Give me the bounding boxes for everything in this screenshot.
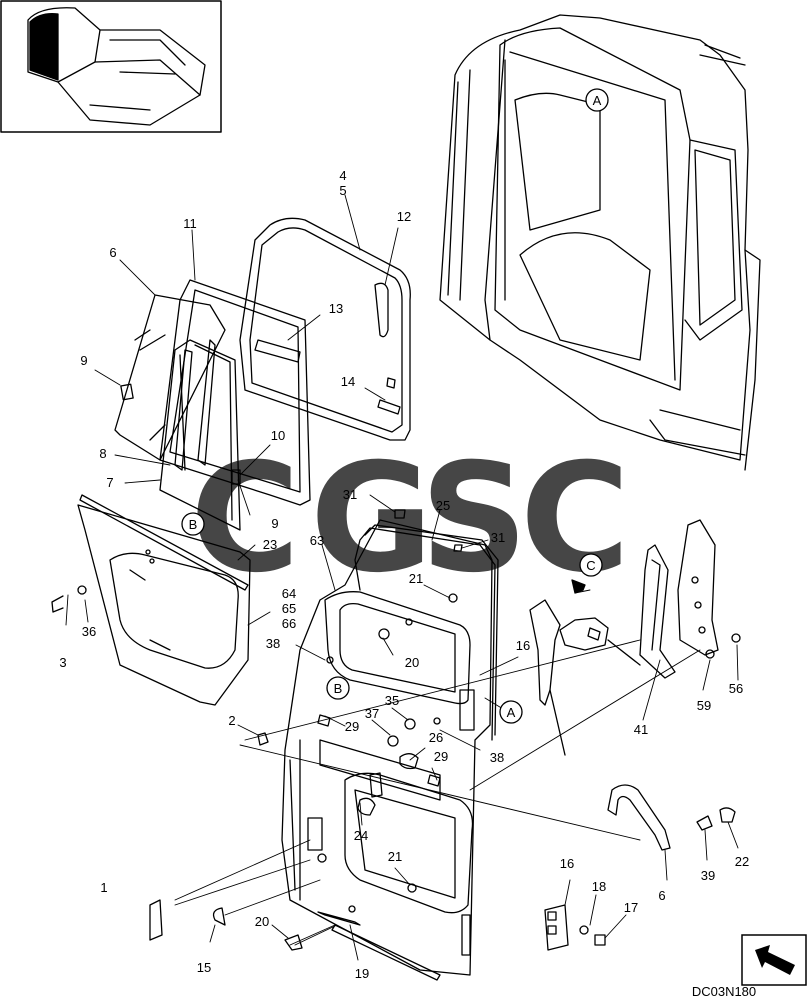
small-parts: [51, 509, 463, 981]
ref-mark-label: A: [507, 705, 516, 720]
grab-handle: [607, 784, 736, 851]
ref-mark-label: B: [189, 517, 198, 532]
watermark-letter-c1: C: [190, 432, 300, 606]
callout-26: 26: [429, 730, 443, 745]
door-bracket-59: [677, 519, 741, 659]
callout-63: 63: [310, 533, 324, 548]
callout-38: 38: [266, 636, 280, 651]
callout-labels: 1 2 3 4 5 6 6 7 8 9 9 10 11 12 13 14 15 …: [59, 168, 749, 981]
callout-29: 29: [345, 719, 359, 734]
callout-64: 64: [282, 586, 296, 601]
ref-mark-c: C: [579, 553, 603, 577]
callout-25: 25: [436, 498, 450, 513]
callout-1: 1: [100, 880, 107, 895]
callout-14: 14: [341, 374, 355, 389]
ref-mark-label: C: [586, 558, 595, 573]
callout-11: 11: [183, 216, 197, 231]
callout-18: 18: [592, 879, 606, 894]
callout-6: 6: [109, 245, 116, 260]
door-plate-41: [639, 544, 676, 679]
callout-39: 39: [701, 868, 715, 883]
ref-mark-b-door: B: [326, 676, 350, 700]
callout-66: 66: [282, 616, 296, 631]
ref-mark-a-cab: A: [585, 88, 609, 112]
callout-6: 6: [658, 888, 665, 903]
inset-overview: [0, 0, 222, 133]
callout-9: 9: [80, 353, 87, 368]
sliding-glass-7-8: [159, 339, 241, 531]
callout-10: 10: [271, 428, 285, 443]
rear-panel-64: [77, 494, 251, 706]
callout-3: 3: [59, 655, 66, 670]
callout-20: 20: [255, 914, 269, 929]
view-arrow-c: [571, 579, 586, 594]
watermark-letter-c2: C: [520, 432, 630, 606]
ref-mark-b-panel: B: [181, 512, 205, 536]
callout-5: 5: [339, 183, 346, 198]
callout-12: 12: [397, 209, 411, 224]
callout-4: 4: [339, 168, 346, 183]
callout-13: 13: [329, 301, 343, 316]
callout-16: 16: [560, 856, 574, 871]
callout-41: 41: [634, 722, 648, 737]
watermark-gsc: C G S C: [190, 432, 630, 606]
callout-36: 36: [82, 624, 96, 639]
watermark-letter-g: G: [310, 432, 433, 606]
callout-31: 31: [491, 530, 505, 545]
callout-56: 56: [729, 681, 743, 696]
callout-23: 23: [263, 537, 277, 552]
callout-16: 16: [516, 638, 530, 653]
leader-lines: [65, 194, 739, 961]
callout-7: 7: [106, 475, 113, 490]
callout-29: 29: [434, 749, 448, 764]
hinge-16: [544, 904, 606, 951]
callout-24: 24: [354, 828, 368, 843]
view-direction-icon: [741, 934, 807, 986]
callout-20: 20: [405, 655, 419, 670]
callout-15: 15: [197, 960, 211, 975]
callout-38: 38: [490, 750, 504, 765]
latch-assembly: [529, 599, 641, 756]
callout-31: 31: [343, 487, 357, 502]
callout-59: 59: [697, 698, 711, 713]
drawing-code: DC03N180: [692, 984, 756, 999]
callout-22: 22: [735, 854, 749, 869]
callout-17: 17: [624, 900, 638, 915]
ref-mark-label: B: [334, 681, 343, 696]
ref-mark-a-door: A: [499, 700, 523, 724]
callout-21: 21: [409, 571, 423, 586]
callout-65: 65: [282, 601, 296, 616]
callout-37: 37: [365, 706, 379, 721]
window-frame-4-5: [239, 217, 411, 441]
callout-8: 8: [99, 446, 106, 461]
callout-2: 2: [228, 713, 235, 728]
watermark-letter-s: S: [420, 432, 528, 606]
callout-35: 35: [385, 693, 399, 708]
callout-9: 9: [271, 516, 278, 531]
callout-21: 21: [388, 849, 402, 864]
window-seal-11: [159, 279, 311, 506]
cab-outline: [439, 14, 761, 471]
ref-mark-label: A: [593, 93, 602, 108]
reference-marks: A A B B C: [181, 88, 609, 724]
callout-19: 19: [355, 966, 369, 981]
